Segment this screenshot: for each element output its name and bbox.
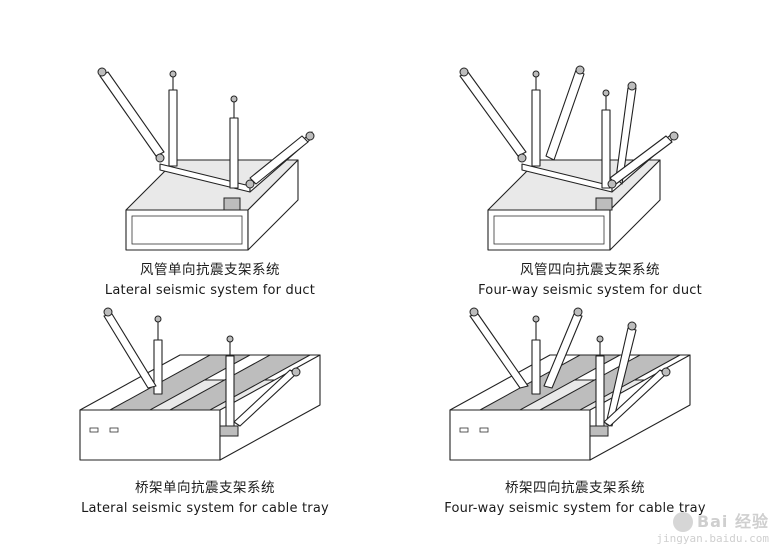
watermark: Bai 经验 jingyan.baidu.com <box>656 508 769 546</box>
caption-lateral-tray: 桥架单向抗震支架系统 Lateral seismic system for ca… <box>70 476 340 516</box>
tray-fourway-illustration <box>449 307 691 461</box>
panel-lateral-duct: 风管单向抗震支架系统 Lateral seismic system for du… <box>80 60 340 298</box>
caption-cn: 风管单向抗震支架系统 <box>140 262 280 278</box>
caption-lateral-duct: 风管单向抗震支架系统 Lateral seismic system for du… <box>80 258 340 298</box>
caption-en: Lateral seismic system for cable tray <box>81 501 329 516</box>
watermark-logo: Bai 经验 <box>656 508 769 532</box>
duct-fourway-illustration <box>459 65 679 251</box>
caption-cn: 桥架单向抗震支架系统 <box>135 480 275 496</box>
caption-fourway-duct: 风管四向抗震支架系统 Four-way seismic system for d… <box>460 258 720 298</box>
tray-lateral-illustration <box>79 307 321 461</box>
duct-lateral-illustration <box>97 67 315 251</box>
panel-lateral-tray: 桥架单向抗震支架系统 Lateral seismic system for ca… <box>70 300 340 516</box>
caption-fourway-tray: 桥架四向抗震支架系统 Four-way seismic system for c… <box>440 476 710 516</box>
caption-en: Four-way seismic system for cable tray <box>444 501 706 516</box>
caption-en: Four-way seismic system for duct <box>478 283 702 298</box>
watermark-url: jingyan.baidu.com <box>656 532 769 545</box>
caption-cn: 风管四向抗震支架系统 <box>520 262 660 278</box>
panel-fourway-duct: 风管四向抗震支架系统 Four-way seismic system for d… <box>459 60 720 298</box>
caption-cn: 桥架四向抗震支架系统 <box>505 480 645 496</box>
caption-en: Lateral seismic system for duct <box>104 283 316 298</box>
paw-icon <box>672 512 693 532</box>
panel-fourway-tray: 桥架四向抗震支架系统 Four-way seismic system for c… <box>440 300 710 516</box>
